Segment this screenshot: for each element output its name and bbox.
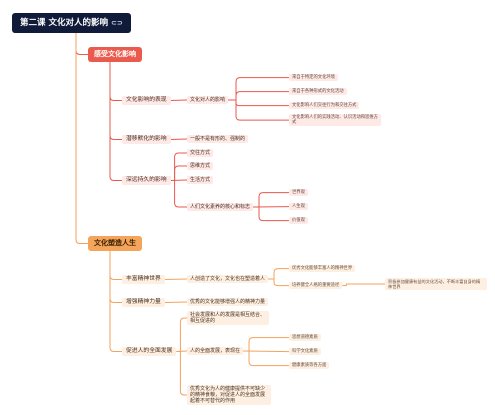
connector-node-society-and-people	[176, 317, 187, 352]
connector-node-excellent-culture-food	[176, 350, 187, 396]
connector-node-source-1	[228, 77, 289, 101]
node-excellent-culture-food[interactable]: 优秀文化为人的健康提供不可缺少的精神食粮，对促进人的全面发展起着不可替代的作用	[187, 385, 271, 405]
connector-node-culture-influence-expression	[109, 62, 122, 101]
node-not-tangible[interactable]: 一般不是有形的、强制的	[187, 135, 249, 143]
node-join-cultural-activities[interactable]: 积极参加健康有益的文化活动，不断丰富自身的精神世界	[385, 278, 487, 291]
root-title: 第二课 文化对人的影响	[20, 18, 108, 28]
node-enrich-spirit-world[interactable]: 优秀文化能够丰富人的精神世界	[289, 265, 356, 273]
node-living-way[interactable]: 生活方式	[187, 176, 214, 184]
node-culture-core[interactable]: 人们文化素养的核心和标志	[187, 203, 254, 211]
connector-node-enrich-spirit-world	[268, 268, 289, 280]
node-society-and-people[interactable]: 社会发展和人的发展是相互结合、相互促进的	[187, 311, 269, 325]
mindmap-root[interactable]: 第二课 文化对人的影响⊂⊃	[12, 13, 131, 33]
node-source-4[interactable]: 文化影响人们的实践活动、认识活动和思维方式	[289, 114, 381, 127]
node-communication-way[interactable]: 交往方式	[187, 149, 214, 157]
node-society-and-people-text: 社会发展和人的发展是相互结合、相互促进的	[190, 312, 266, 324]
node-culture-influence-expression[interactable]: 文化影响的表现	[122, 96, 171, 105]
node-excellent-culture-food-text: 优秀文化为人的健康提供不可缺少的精神食粮，对促进人的全面发展起着不可替代的作用	[190, 386, 266, 404]
connector-node-lasting-influence	[109, 62, 122, 181]
node-join-cultural-activities-text: 积极参加健康有益的文化活动，不断丰富自身的精神世界	[388, 279, 481, 290]
connector-node-source-2	[228, 91, 289, 101]
node-science-quality[interactable]: 科学文化素质	[289, 348, 321, 356]
connector-node-worldview	[253, 192, 289, 208]
node-source-3[interactable]: 文化影响人们交往行为和交往方式	[289, 102, 360, 110]
node-value-view[interactable]: 价值观	[289, 217, 308, 225]
node-source-4-text: 文化影响人们的实践活动、认识活动和思维方式	[292, 115, 378, 126]
node-source-2[interactable]: 来自于各种形式的文化活动	[289, 88, 347, 96]
node-life-view[interactable]: 人生观	[289, 203, 308, 211]
connector-node-join-cultural-activities	[342, 283, 385, 287]
node-enrich-spirit[interactable]: 丰富精神世界	[122, 275, 165, 284]
node-health-quality[interactable]: 健康素质等各方面	[289, 362, 330, 370]
node-lasting-influence[interactable]: 深远持久的影响	[122, 176, 171, 185]
branch-culture-shapes-life[interactable]: 文化塑造人生	[88, 236, 142, 251]
connector-node-value-view	[253, 206, 289, 222]
connector-node-science-quality	[243, 350, 290, 353]
connector-node-source-4	[228, 99, 289, 121]
node-strengthen-spirit[interactable]: 增强精神力量	[122, 298, 165, 307]
node-source-1[interactable]: 来自于特定的文化环境	[289, 74, 338, 82]
node-moral-quality[interactable]: 思想道德素质	[289, 334, 321, 342]
connector-branch-feel-culture	[75, 33, 88, 55]
connector-node-communication-way	[170, 152, 187, 181]
connector-node-culture-core	[170, 179, 187, 208]
node-culture-influence-on-people[interactable]: 文化对人的影响	[187, 96, 229, 104]
node-people-create-culture[interactable]: 人创造了文化，文化也在塑造着人	[187, 275, 269, 283]
node-worldview[interactable]: 世界观	[289, 189, 308, 197]
node-healthy-personality[interactable]: 培养健全人格的重要途径	[289, 282, 343, 290]
node-subtle-influence[interactable]: 潜移默化的影响	[122, 135, 171, 144]
node-all-round-development[interactable]: 促进人的全面发展	[122, 347, 177, 356]
connector-node-all-round-development	[109, 251, 122, 352]
connector-node-moral-quality	[243, 337, 289, 352]
connector-branch-culture-shapes-life	[75, 33, 88, 244]
connector-node-healthy-personality	[268, 278, 289, 287]
node-excellent-culture-power[interactable]: 优秀的文化能够增强人的精神力量	[187, 298, 269, 306]
node-all-round-shows-in[interactable]: 人的全面发展，表现在	[187, 347, 244, 355]
connector-node-thinking-way	[170, 165, 187, 181]
link-icon: ⊂⊃	[110, 19, 123, 27]
connector-node-enrich-spirit	[109, 251, 122, 280]
connector-node-source-3	[228, 99, 289, 107]
connector-node-strengthen-spirit	[109, 251, 122, 303]
branch-feel-culture[interactable]: 感受文化影响	[88, 47, 142, 62]
connector-node-health-quality	[243, 350, 289, 367]
node-thinking-way[interactable]: 思维方式	[187, 162, 214, 170]
